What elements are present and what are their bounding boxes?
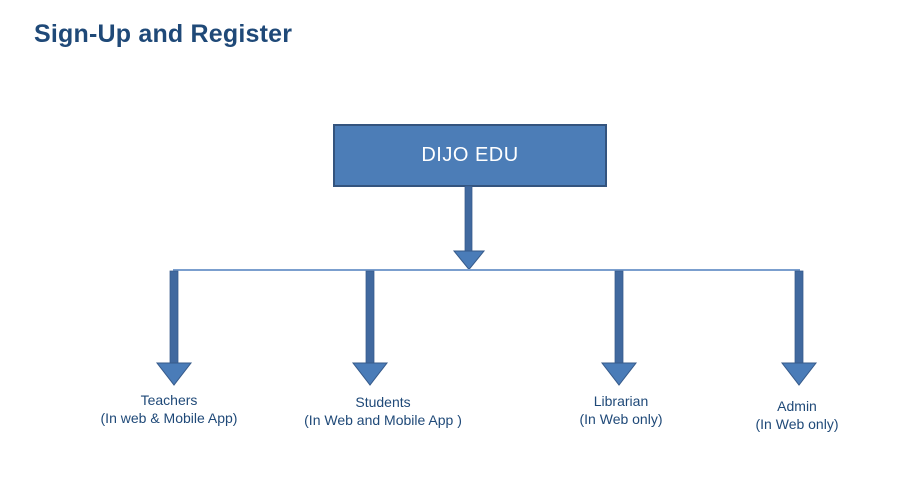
branch-down-arrow-icon-librarian xyxy=(600,270,638,386)
branch-availability: (In web & Mobile App) xyxy=(100,410,238,426)
page-title: Sign-Up and Register xyxy=(34,20,293,48)
root-node-label: DIJO EDU xyxy=(421,144,519,166)
branch-down-arrow-icon-teachers xyxy=(155,270,193,386)
branch-availability: (In Web only) xyxy=(579,411,663,427)
branch-label-students: Students (In Web and Mobile App ) xyxy=(304,393,462,429)
root-node-box: DIJO EDU xyxy=(333,124,607,187)
branch-availability: (In Web and Mobile App ) xyxy=(304,412,462,428)
branch-down-arrow-icon-admin xyxy=(780,270,818,386)
branch-name: Admin xyxy=(777,398,817,414)
branch-label-librarian: Librarian (In Web only) xyxy=(580,392,663,428)
branch-name: Teachers xyxy=(140,392,198,408)
branch-label-admin: Admin (In Web only) xyxy=(756,397,839,433)
branch-horizontal-line xyxy=(173,269,800,271)
branch-down-arrow-icon-students xyxy=(351,270,389,386)
root-down-arrow-icon xyxy=(452,185,486,271)
branch-name: Librarian xyxy=(593,393,649,409)
branch-name: Students xyxy=(355,394,411,410)
branch-availability: (In Web only) xyxy=(755,416,839,432)
branch-label-teachers: Teachers (In web & Mobile App) xyxy=(101,391,238,427)
